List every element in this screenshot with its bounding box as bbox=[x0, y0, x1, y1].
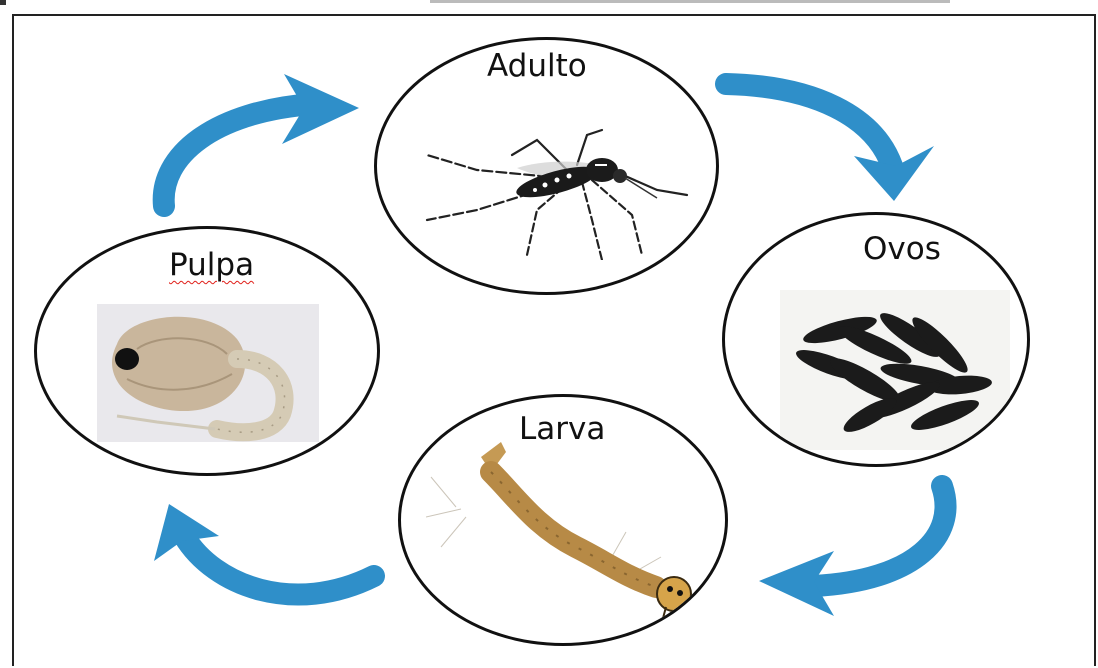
arrow-larva-to-pulpa bbox=[154, 504, 374, 595]
mosquito-adult-icon bbox=[417, 110, 697, 260]
stage-pulpa-label: Pulpa bbox=[169, 247, 254, 283]
mosquito-pupa-icon bbox=[97, 304, 319, 442]
mosquito-larva-icon bbox=[426, 437, 726, 637]
stage-adulto-circle: Adulto bbox=[374, 37, 719, 295]
arrow-pulpa-to-adulto bbox=[164, 74, 359, 206]
stage-ovos-circle: Ovos bbox=[722, 212, 1030, 467]
diagram-frame: Adulto Ovos bbox=[12, 14, 1096, 666]
arrow-adulto-to-ovos bbox=[726, 84, 934, 201]
stage-larva-circle: Larva bbox=[398, 394, 728, 646]
stage-adulto-label: Adulto bbox=[487, 48, 587, 84]
mosquito-eggs-icon bbox=[780, 290, 1010, 450]
arrow-ovos-to-larva bbox=[759, 486, 946, 616]
cropped-caption-strip bbox=[0, 0, 1098, 8]
stage-ovos-label: Ovos bbox=[863, 231, 941, 267]
stage-pulpa-circle: Pulpa bbox=[34, 226, 380, 476]
